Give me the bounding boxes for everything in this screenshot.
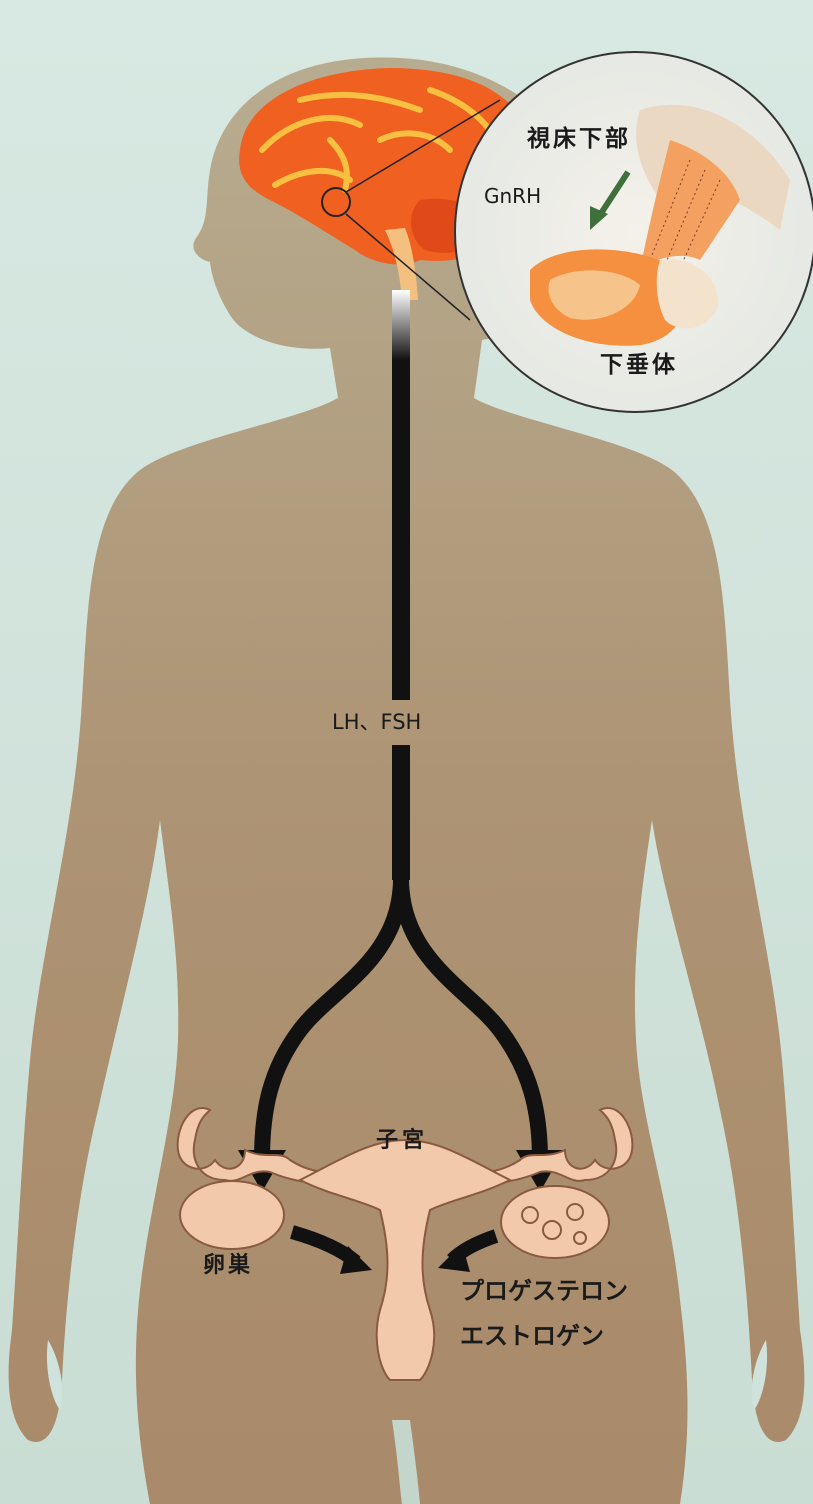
pituitary-label: 下垂体 xyxy=(600,354,678,377)
lh-fsh-label: LH、FSH xyxy=(332,712,421,733)
uterus-label: 子宮 xyxy=(376,1130,428,1152)
estrogen-label: エストロゲン xyxy=(460,1324,604,1348)
hypothalamus-label: 視床下部 xyxy=(527,128,631,151)
gnrh-label: GnRH xyxy=(484,186,541,206)
ovary-label: 卵巣 xyxy=(203,1255,253,1277)
progesterone-label: プロゲステロン xyxy=(460,1279,628,1303)
